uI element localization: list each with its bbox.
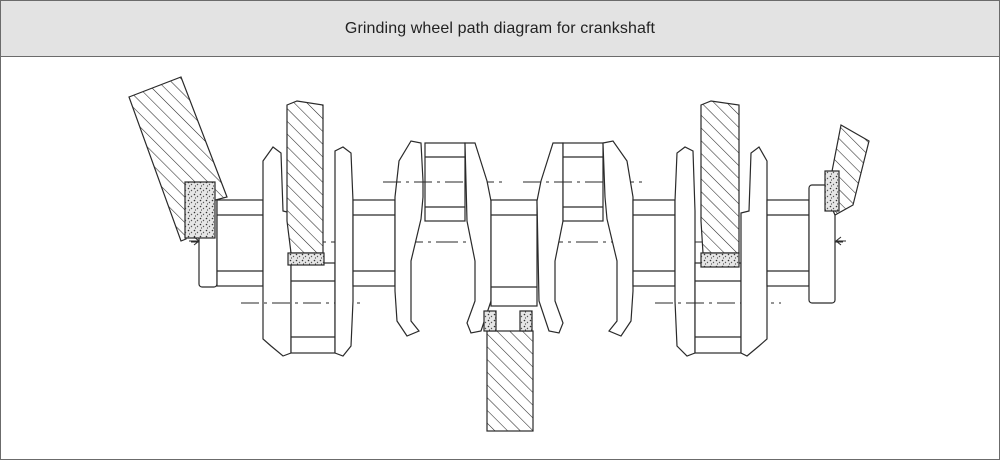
main-journal-2 [352, 199, 396, 287]
counterweight-8 [740, 146, 768, 357]
counterweight-2 [334, 146, 354, 357]
crank-pin-3 [523, 142, 643, 222]
main-journal-4 [632, 199, 676, 287]
counterweight-7 [674, 146, 696, 357]
counterweight-3 [394, 140, 424, 337]
left-angled-grinding-wheel [128, 76, 228, 246]
counterweight-6 [602, 140, 634, 337]
crankshaft-diagram [1, 57, 999, 459]
diagram-svg [128, 76, 870, 432]
figure-title: Grinding wheel path diagram for cranksha… [344, 19, 656, 37]
title-bar: Grinding wheel path diagram for cranksha… [1, 1, 999, 57]
center-main-journal [490, 199, 538, 307]
grinding-wheel-pin-1 [286, 100, 325, 266]
counterweight-5 [536, 142, 564, 334]
counterweight-4 [464, 142, 492, 334]
grinding-wheel-center [483, 310, 534, 432]
left-end-journal [198, 196, 264, 288]
grinding-wheel-pin-4 [700, 100, 740, 268]
right-angled-grinding-wheel [824, 124, 870, 246]
right-end-journal [766, 184, 836, 304]
